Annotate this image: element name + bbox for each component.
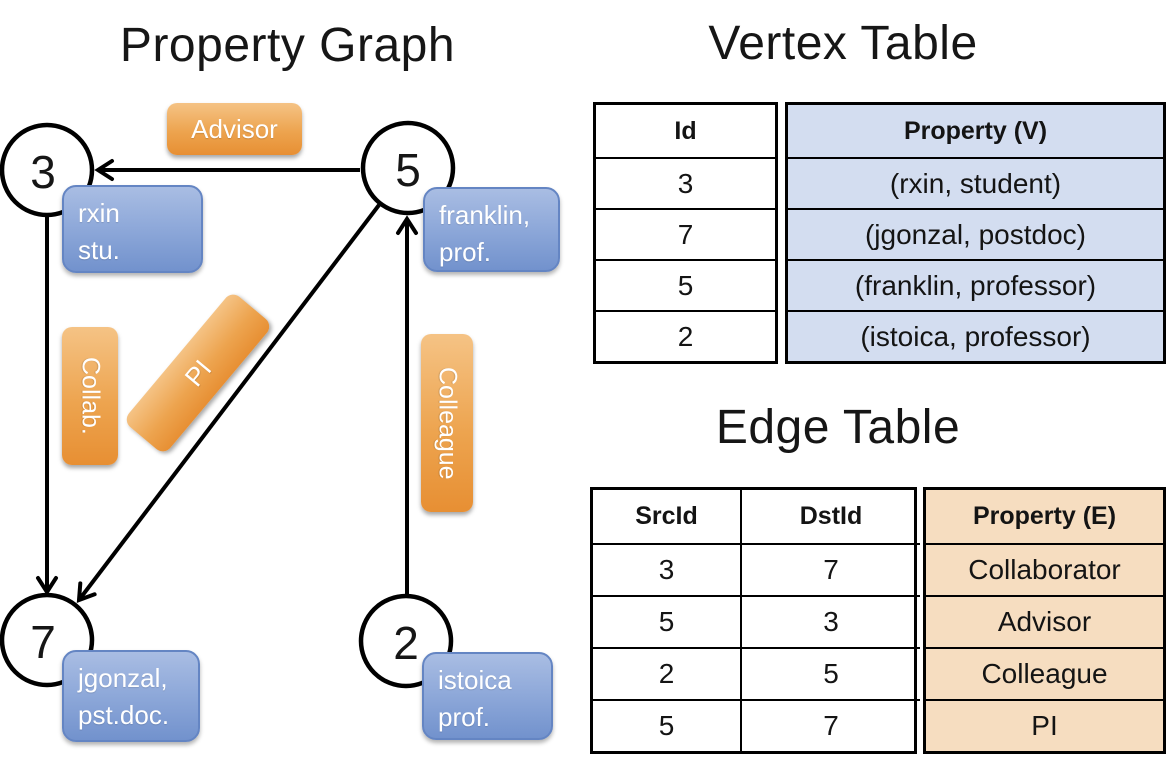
node-7-id: 7	[30, 616, 56, 668]
vertex-property-line: prof.	[438, 701, 491, 732]
table-column-gap	[778, 102, 785, 364]
vertex-table-title: Vertex Table	[708, 17, 978, 70]
table-cell: (rxin, student)	[788, 157, 1163, 208]
table-cell: 5	[593, 595, 740, 647]
table-cell: (franklin, professor)	[788, 259, 1163, 310]
table-cell: Colleague	[926, 647, 1163, 699]
node-3-id: 3	[30, 146, 56, 198]
table-cell: Advisor	[926, 595, 1163, 647]
table-cell: 7	[740, 699, 920, 751]
table-cell: 7	[596, 208, 775, 259]
edge-table-property-column: Property (E) Collaborator Advisor Collea…	[923, 487, 1166, 754]
vertex-property-box-5: franklin, prof.	[423, 187, 560, 272]
node-5-id: 5	[395, 144, 421, 196]
vertex-table-header-property: Property (V)	[788, 105, 1163, 157]
property-graph-title: Property Graph	[119, 19, 456, 72]
table-cell: 5	[596, 259, 775, 310]
edge-label-advisor: Advisor	[167, 103, 302, 155]
node-2-id: 2	[393, 617, 419, 669]
edge-label-colleague: Colleague	[421, 334, 473, 512]
edge-table-header-srcid: SrcId	[635, 502, 698, 530]
edge-table-title: Edge Table	[715, 401, 961, 454]
table-cell: Collaborator	[926, 543, 1163, 595]
vertex-property-line: jgonzal,	[78, 663, 168, 693]
vertex-property-line: prof.	[439, 236, 492, 267]
table-cell: 5	[593, 699, 740, 751]
table-cell: 5	[740, 647, 920, 699]
vertex-table-id-column: Id 3 7 5 2	[593, 102, 778, 364]
vertex-property-line: istoica	[438, 665, 512, 695]
vertex-table: Id 3 7 5 2 Property (V) (rxin, student) …	[593, 102, 1166, 364]
table-cell: (istoica, professor)	[788, 310, 1163, 361]
table-cell: 2	[596, 310, 775, 361]
vertex-property-box-2: istoica prof.	[422, 652, 553, 740]
edge-table-header-property: Property (E)	[926, 490, 1163, 543]
vertex-property-line: stu.	[78, 234, 120, 265]
vertex-table-header-id: Id	[674, 116, 697, 145]
edge-table-src-dst-columns: SrcId DstId 3 7 5 3 2 5 5 7	[590, 487, 920, 754]
vertex-property-line: franklin,	[439, 200, 531, 230]
table-cell: 3	[740, 595, 920, 647]
table-cell: 7	[740, 543, 920, 595]
vertex-table-property-column: Property (V) (rxin, student) (jgonzal, p…	[785, 102, 1166, 364]
edge-pi-5-to-7	[76, 203, 381, 603]
table-cell: 2	[593, 647, 740, 699]
vertex-property-line: pst.doc.	[78, 699, 170, 730]
vertex-property-line: rxin	[78, 198, 120, 228]
table-cell: (jgonzal, postdoc)	[788, 208, 1163, 259]
vertex-property-box-3: rxin stu.	[62, 185, 203, 273]
table-cell: 3	[596, 157, 775, 208]
edge-label-collab: Collab.	[62, 327, 118, 465]
table-cell: PI	[926, 699, 1163, 751]
table-cell: 3	[593, 543, 740, 595]
edge-table-header-dstid: DstId	[740, 490, 920, 543]
edge-table: SrcId DstId 3 7 5 3 2 5 5 7 Property (E)…	[590, 487, 1166, 754]
vertex-property-box-7: jgonzal, pst.doc.	[62, 650, 200, 742]
